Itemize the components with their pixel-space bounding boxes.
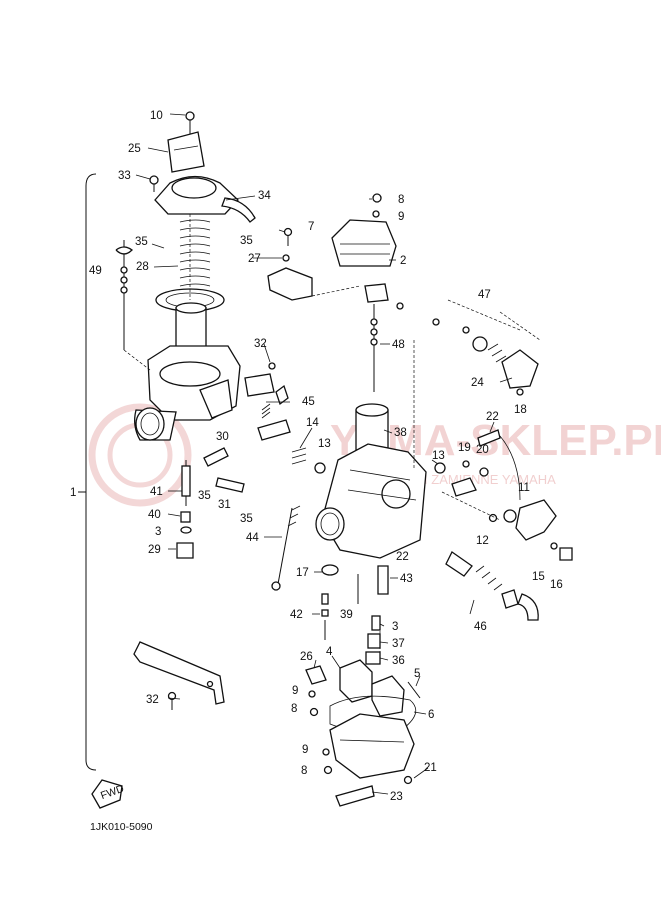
callout-label: 30 bbox=[216, 431, 229, 443]
callout-label: 19 bbox=[458, 442, 471, 454]
callout-label: 21 bbox=[424, 762, 437, 774]
callout-label: 12 bbox=[476, 535, 489, 547]
callout-label: 26 bbox=[300, 651, 313, 663]
callout-label: 11 bbox=[518, 482, 530, 494]
callout-label: 23 bbox=[390, 791, 403, 803]
callout-label: 32 bbox=[254, 338, 267, 350]
callout-label: 15 bbox=[532, 571, 545, 583]
callout-label: 8 bbox=[291, 703, 297, 715]
callout-label: 5 bbox=[414, 668, 420, 680]
callout-label: 43 bbox=[400, 573, 413, 585]
callout-label: 36 bbox=[392, 655, 405, 667]
callout-label: 38 bbox=[394, 427, 407, 439]
callout-label: 35 bbox=[240, 513, 253, 525]
top-cover-group bbox=[115, 111, 256, 353]
callout-label: 22 bbox=[486, 411, 499, 423]
callout-label: 33 bbox=[118, 170, 131, 182]
callout-label: 3 bbox=[392, 621, 398, 633]
callout-label: 6 bbox=[428, 709, 434, 721]
callout-label: 1 bbox=[70, 487, 76, 499]
callout-label: 48 bbox=[392, 339, 405, 351]
callout-label: 25 bbox=[128, 143, 141, 155]
lower-bracket bbox=[133, 641, 225, 710]
callout-label: 46 bbox=[474, 621, 487, 633]
callout-label: 16 bbox=[550, 579, 563, 591]
right-carburetor-body bbox=[257, 318, 573, 665]
assembly-bracket: 1 bbox=[70, 173, 97, 771]
callout-labels: 10 25 33 34 35 35 49 28 27 7 8 9 2 47 32… bbox=[89, 110, 563, 803]
callout-label: 39 bbox=[340, 609, 353, 621]
left-carburetor-body bbox=[134, 345, 301, 591]
callout-label: 24 bbox=[471, 377, 484, 389]
callout-leaders bbox=[135, 113, 513, 795]
callout-label: 9 bbox=[398, 211, 404, 223]
callout-label: 22 bbox=[396, 551, 409, 563]
callout-label: 18 bbox=[514, 404, 527, 416]
callout-label: 37 bbox=[392, 638, 405, 650]
callout-label: 17 bbox=[296, 567, 309, 579]
callout-label: 28 bbox=[136, 261, 149, 273]
callout-label: 34 bbox=[258, 190, 271, 202]
forward-arrow-icon: FWD bbox=[91, 779, 126, 809]
callout-label: 8 bbox=[398, 194, 404, 206]
callout-label: 2 bbox=[400, 255, 406, 267]
callout-label: 41 bbox=[150, 486, 163, 498]
right-top-group bbox=[267, 193, 404, 451]
callout-label: 27 bbox=[248, 253, 261, 265]
callout-label: 3 bbox=[155, 526, 161, 538]
callout-label: 40 bbox=[148, 509, 161, 521]
callout-label: 9 bbox=[292, 685, 298, 697]
callout-label: 35 bbox=[135, 236, 148, 248]
callout-label: 35 bbox=[198, 490, 211, 502]
callout-label: 14 bbox=[306, 417, 319, 429]
callout-label: 35 bbox=[240, 235, 253, 247]
float-bowl-group bbox=[305, 659, 421, 807]
callout-label: 13 bbox=[432, 450, 445, 462]
callout-label: 44 bbox=[246, 532, 259, 544]
callout-label: 9 bbox=[302, 744, 308, 756]
callout-label: 31 bbox=[218, 499, 231, 511]
callout-label: 47 bbox=[478, 289, 491, 301]
callout-label: 7 bbox=[308, 221, 314, 233]
drawing-code: 1JK010-5090 bbox=[90, 821, 153, 833]
callout-label: 10 bbox=[150, 110, 163, 122]
callout-label: 4 bbox=[326, 646, 333, 658]
callout-label: 29 bbox=[148, 544, 161, 556]
callout-label: 32 bbox=[146, 694, 159, 706]
callout-label: 42 bbox=[290, 609, 303, 621]
callout-label: 8 bbox=[301, 765, 307, 777]
callout-label: 45 bbox=[302, 396, 315, 408]
callout-label: 13 bbox=[318, 438, 331, 450]
assembly-lines bbox=[123, 214, 541, 664]
callout-label: 49 bbox=[89, 265, 102, 277]
callout-label: 20 bbox=[476, 444, 489, 456]
